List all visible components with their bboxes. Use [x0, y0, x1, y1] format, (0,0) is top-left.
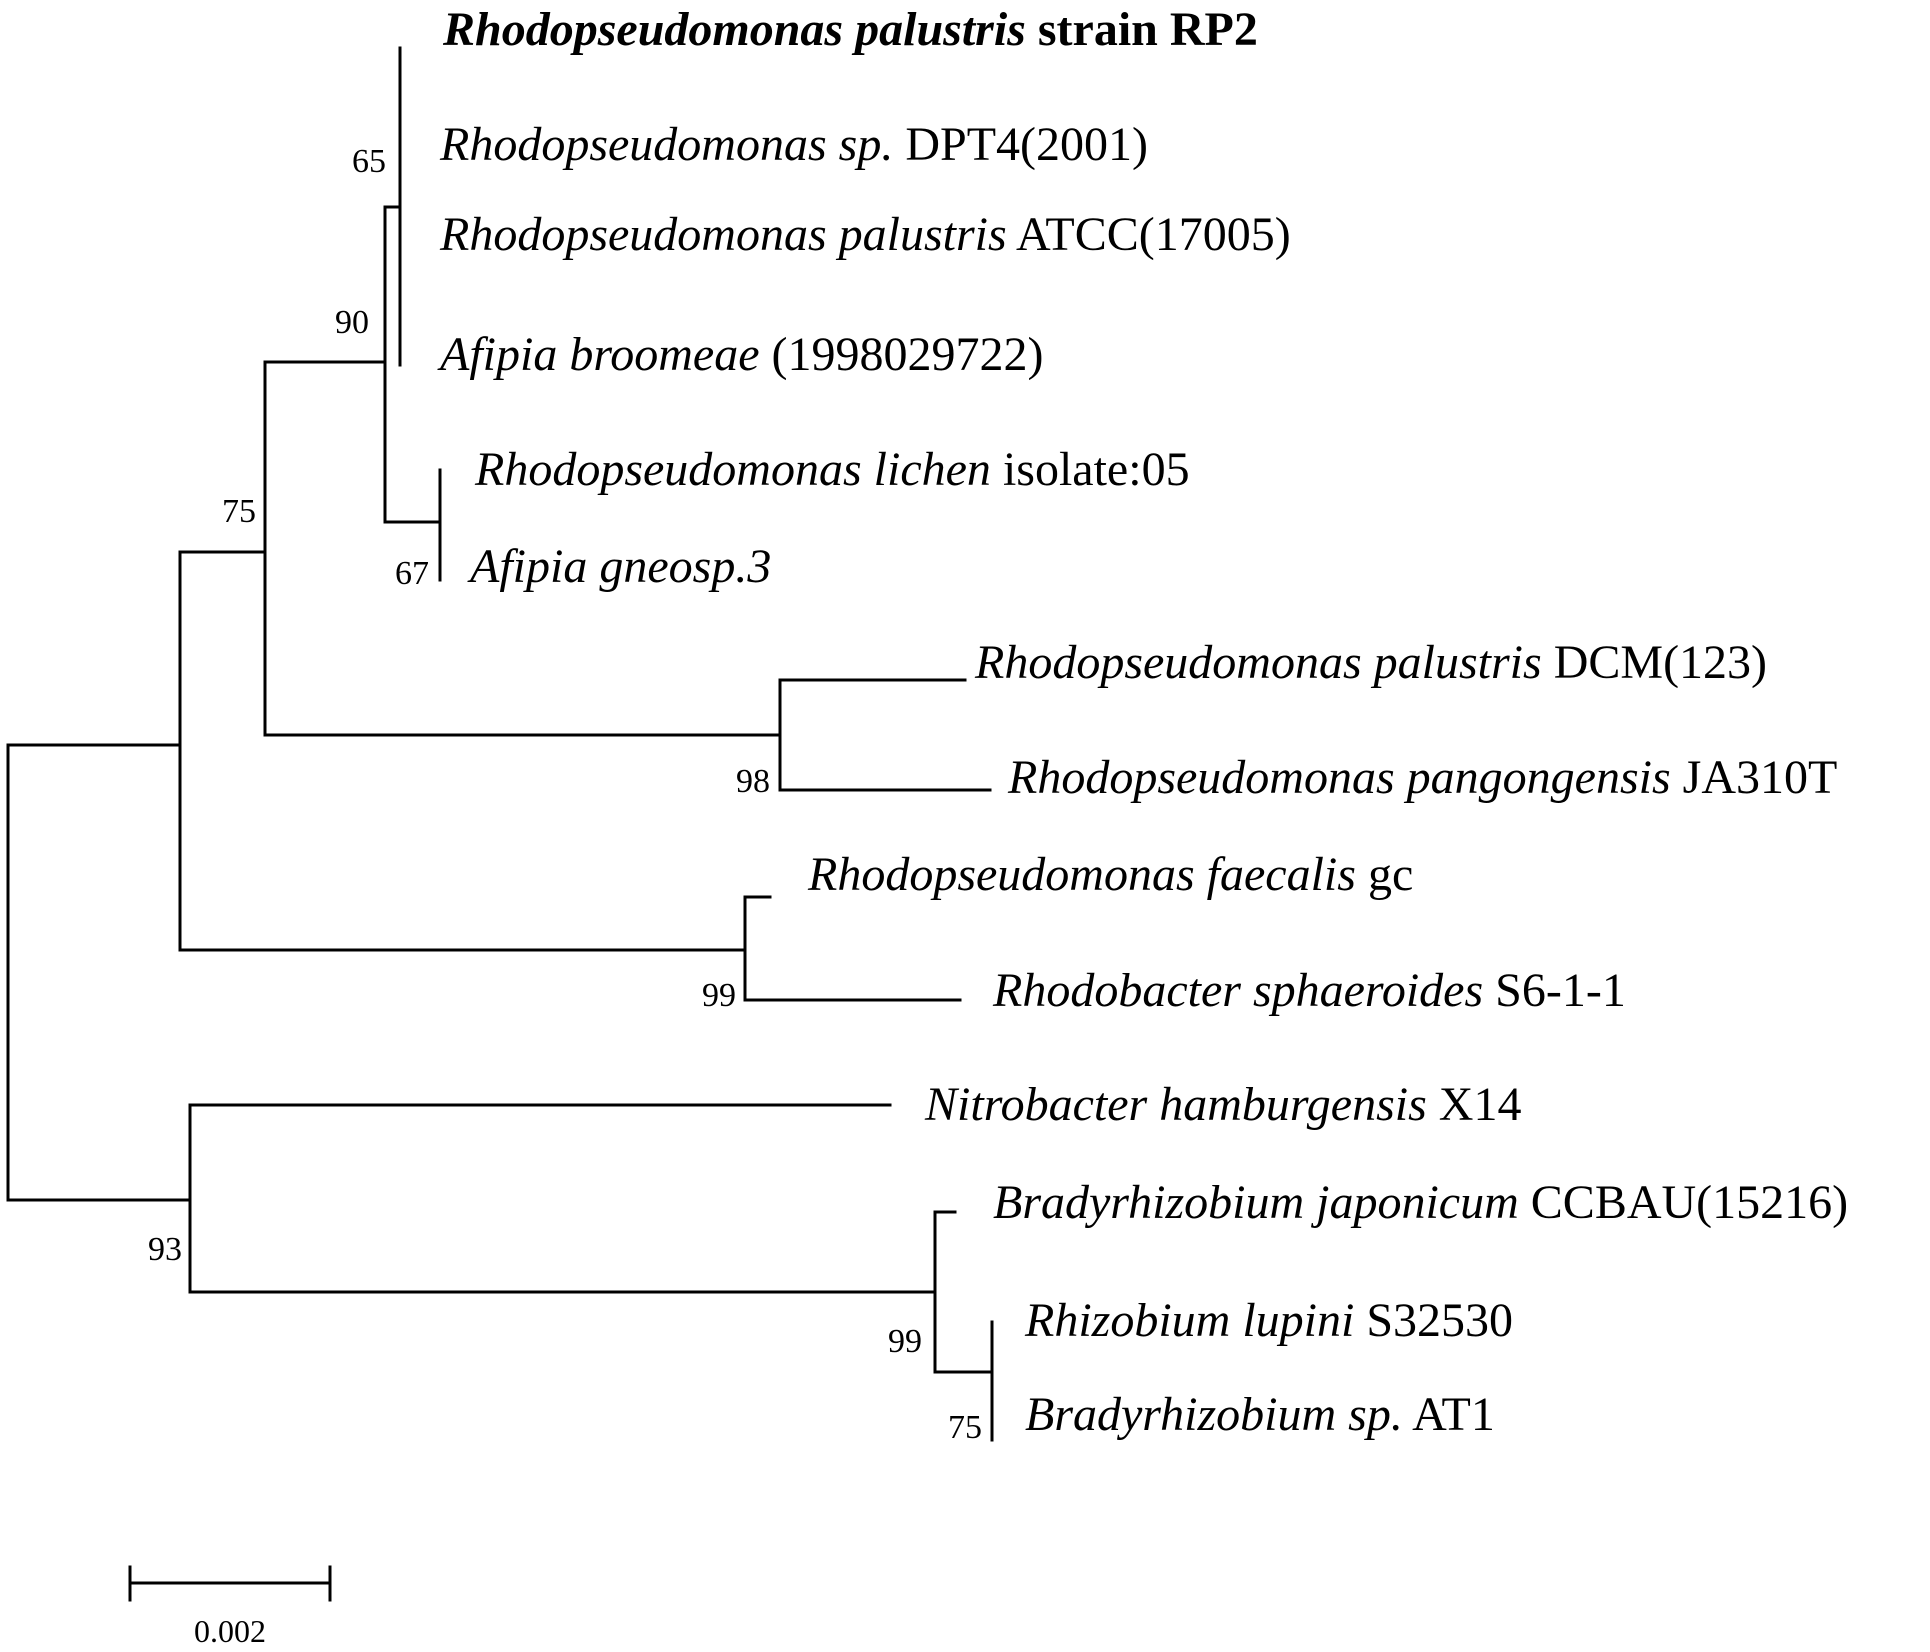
- leaf-label-pangongensis: Rhodopseudomonas pangongensis JA310T: [1007, 751, 1837, 804]
- scale-bar-label: 0.002: [194, 1613, 266, 1649]
- bootstrap-label: 99: [888, 1323, 922, 1360]
- bootstrap-label: 90: [335, 304, 369, 341]
- bootstrap-label: 93: [148, 1231, 182, 1268]
- leaf-label-afipia-broomeae: Afipia broomeae (1998029722): [437, 328, 1043, 381]
- leaf-label-lichen: Rhodopseudomonas lichen isolate:05: [474, 443, 1190, 496]
- bootstrap-label: 67: [395, 555, 429, 592]
- clade-node-75: [263, 360, 782, 737]
- scale-bar: 0.002: [128, 1565, 332, 1649]
- leaf-label-afipia-gneosp: Afipia gneosp.3: [467, 540, 771, 593]
- bootstrap-label: 98: [736, 763, 770, 800]
- leaf-label-bradyrhizobium-sp: Bradyrhizobium sp. AT1: [1025, 1388, 1495, 1441]
- clade-node-99-faecalis: [743, 895, 962, 1002]
- clade-node-99-bradyrhizobium: [933, 1210, 994, 1374]
- bootstrap-label: 75: [222, 493, 256, 530]
- leaf-label-nitrobacter: Nitrobacter hamburgensis X14: [924, 1078, 1521, 1131]
- clade-rhodopseudomonas: [178, 550, 747, 952]
- leaf-label-rp2: Rhodopseudomonas palustris strain RP2: [442, 3, 1258, 56]
- leaf-label-rhizobium-lupini: Rhizobium lupini S32530: [1024, 1294, 1513, 1347]
- leaf-label-dpt4: Rhodopseudomonas sp. DPT4(2001): [439, 118, 1148, 171]
- leaf-label-sphaeroides: Rhodobacter sphaeroides S6-1-1: [992, 964, 1626, 1017]
- clade-node-93: [188, 1103, 937, 1294]
- bootstrap-label: 99: [702, 977, 736, 1014]
- clade-node-90: [383, 205, 442, 524]
- leaf-label-faecalis: Rhodopseudomonas faecalis gc: [807, 848, 1413, 901]
- root-node: [6, 743, 192, 1202]
- clade-node-98: [778, 678, 992, 792]
- bootstrap-label: 65: [352, 143, 386, 180]
- leaf-label-bradyrhizobium-japonicum: Bradyrhizobium japonicum CCBAU(15216): [993, 1176, 1848, 1229]
- bootstrap-label: 75: [948, 1409, 982, 1446]
- leaf-label-dcm: Rhodopseudomonas palustris DCM(123): [974, 636, 1767, 689]
- leaf-label-atcc: Rhodopseudomonas palustris ATCC(17005): [439, 208, 1291, 261]
